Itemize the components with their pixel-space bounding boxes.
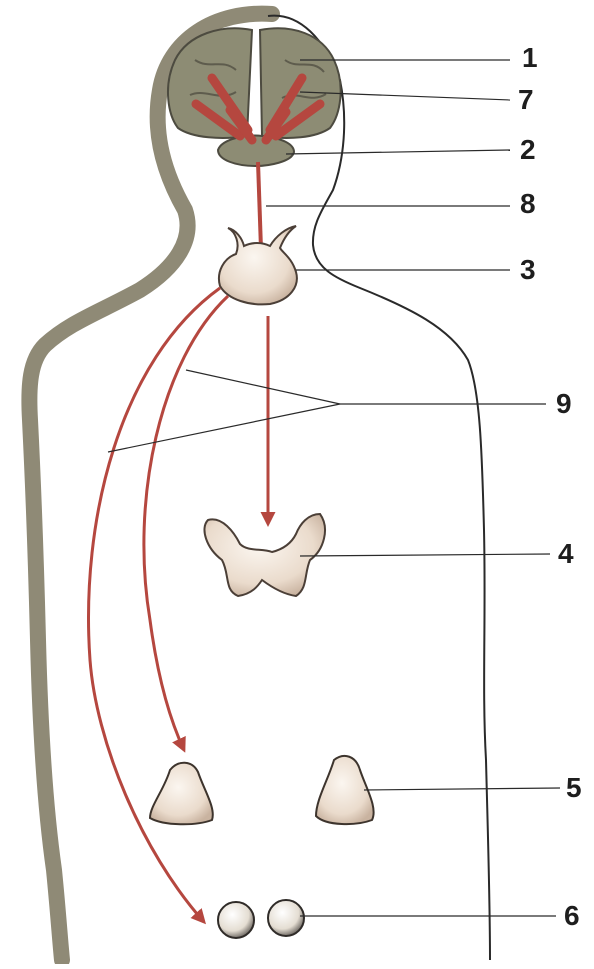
adrenal-gland-left <box>150 763 213 825</box>
leader-9-b <box>108 404 340 452</box>
leader-4 <box>300 554 550 556</box>
callout-label-2: 2 <box>520 136 536 164</box>
gonad-right <box>268 900 304 936</box>
thyroid-gland <box>204 514 324 596</box>
arrow-pituitary-to-gonads <box>89 288 220 922</box>
pituitary-gland <box>219 226 297 304</box>
leader-2 <box>286 150 510 154</box>
callout-label-4: 4 <box>558 540 574 568</box>
callout-label-1: 1 <box>522 44 538 72</box>
leader-5 <box>364 788 560 790</box>
callout-label-5: 5 <box>566 774 582 802</box>
gonad-left <box>218 902 254 938</box>
callout-label-7: 7 <box>518 86 534 114</box>
callout-label-6: 6 <box>564 902 580 930</box>
callout-label-3: 3 <box>520 256 536 284</box>
leader-9-a <box>186 370 340 404</box>
callout-label-9: 9 <box>556 390 572 418</box>
callout-label-8: 8 <box>520 190 536 218</box>
brain <box>168 28 341 138</box>
body-outline <box>268 16 490 960</box>
